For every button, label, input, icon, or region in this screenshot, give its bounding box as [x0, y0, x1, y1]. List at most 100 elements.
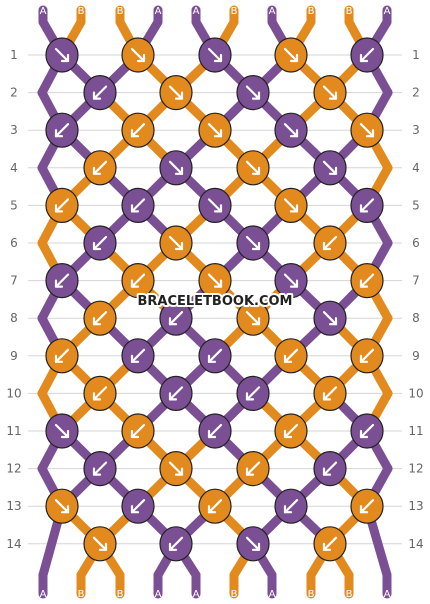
arrow-down-left-icon: [92, 461, 108, 476]
string-label-bottom: A: [40, 589, 47, 600]
arrow-down-right-icon: [130, 47, 146, 63]
knot: [313, 74, 347, 111]
arrow-down-left-icon: [130, 123, 146, 138]
knot: [159, 300, 193, 336]
knot: [274, 37, 308, 73]
string-label-bottom: B: [346, 589, 353, 600]
arrow-down-right-icon: [322, 160, 338, 175]
knot: [274, 488, 308, 524]
row-number-right: 3: [412, 123, 420, 137]
row-number-right: 4: [412, 161, 420, 175]
arrow-down-left-icon: [359, 47, 375, 63]
arrow-down-right-icon: [207, 123, 223, 138]
knot: [159, 451, 193, 487]
string-label-bottom: B: [117, 589, 124, 600]
row-number-left: 8: [10, 311, 18, 325]
knot: [198, 37, 232, 73]
arrow-down-left-icon: [92, 85, 108, 100]
arrow-down-left-icon: [322, 386, 338, 401]
knot: [236, 451, 270, 487]
arrow-down-right-icon: [92, 536, 108, 551]
arrow-down-right-icon: [359, 123, 375, 138]
knot: [313, 300, 347, 336]
arrow-down-left-icon: [283, 499, 299, 514]
arrow-down-left-icon: [130, 348, 146, 363]
arrow-down-right-icon: [245, 235, 261, 251]
string-label-top: A: [384, 6, 391, 17]
knot: [198, 413, 232, 449]
row-number-right: 13: [408, 499, 423, 513]
knot: [198, 338, 232, 374]
knot: [159, 150, 193, 186]
row-number-right: 6: [412, 236, 420, 250]
watermark-text: BRACELETBOOK.COM: [138, 294, 293, 309]
row-number-left: 14: [6, 537, 21, 551]
string-label-top: A: [269, 6, 276, 17]
knot: [45, 187, 79, 223]
arrow-down-left-icon: [92, 386, 108, 401]
string-label-top: A: [155, 6, 162, 17]
knot: [45, 488, 79, 524]
arrow-down-right-icon: [168, 85, 184, 100]
knot: [159, 225, 193, 261]
watermark-halo: BRACELETBOOK.COM: [138, 294, 293, 309]
string-label-top: B: [346, 6, 353, 17]
arrow-down-left-icon: [54, 348, 70, 363]
row-number-left: 6: [10, 236, 18, 250]
knot: [45, 338, 79, 374]
knot: [236, 150, 270, 186]
arrow-down-right-icon: [168, 461, 184, 476]
knot: [45, 112, 79, 148]
knot: [83, 526, 117, 562]
knot: [350, 413, 384, 449]
knot: [159, 375, 193, 411]
knot: [121, 37, 155, 73]
knot: [236, 225, 270, 261]
row-number-left: 4: [10, 161, 18, 175]
knot: [274, 413, 308, 449]
arrow-down-left-icon: [359, 198, 375, 213]
arrow-down-left-icon: [92, 235, 108, 251]
arrow-down-right-icon: [54, 423, 70, 439]
arrow-down-right-icon: [283, 123, 299, 138]
knot: [350, 37, 384, 73]
knot: [350, 112, 384, 148]
row-number-left: 1: [10, 48, 18, 62]
arrow-down-right-icon: [283, 198, 299, 213]
arrow-down-right-icon: [245, 160, 261, 175]
row-number-left: 10: [6, 386, 21, 400]
knot: [83, 451, 117, 487]
row-number-left: 13: [6, 499, 21, 513]
knot: [121, 187, 155, 223]
arrow-down-right-icon: [168, 235, 184, 251]
arrow-down-left-icon: [207, 423, 223, 439]
knot: [121, 488, 155, 524]
knot-grid: [45, 37, 384, 562]
arrow-down-left-icon: [245, 386, 261, 401]
knot: [45, 413, 79, 449]
knot: [274, 263, 308, 299]
knot: [350, 488, 384, 524]
knot: [45, 37, 79, 73]
arrow-down-left-icon: [359, 499, 375, 514]
knot: [313, 451, 347, 487]
knot: [350, 338, 384, 374]
arrow-down-right-icon: [168, 160, 184, 175]
knot: [83, 150, 117, 186]
row-number-left: 7: [10, 274, 18, 288]
arrow-down-right-icon: [207, 273, 223, 288]
arrow-down-left-icon: [359, 423, 375, 439]
arrow-down-left-icon: [130, 499, 146, 514]
knot: [121, 413, 155, 449]
arrow-down-left-icon: [207, 348, 223, 363]
arrow-down-right-icon: [283, 47, 299, 63]
arrow-down-right-icon: [283, 273, 299, 288]
arrow-down-left-icon: [283, 423, 299, 439]
row-number-right: 14: [408, 537, 423, 551]
row-number-right: 5: [412, 198, 420, 212]
arrow-down-left-icon: [168, 536, 184, 551]
row-number-left: 9: [10, 349, 18, 363]
knot: [121, 338, 155, 374]
